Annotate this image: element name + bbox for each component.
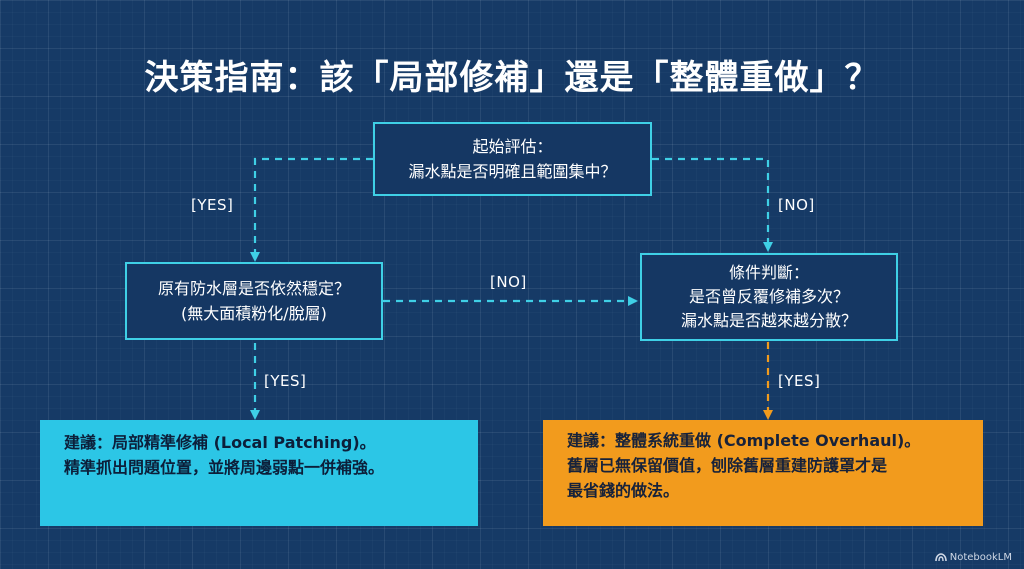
result-local-detail: 精準抓出問題位置，並將周邊弱點一併補強。: [64, 458, 385, 477]
left-decision-node: 原有防水層是否依然穩定？ (無大面積粉化/脫層): [125, 262, 383, 340]
right-decision-question-1: 是否曾反覆修補多次？: [688, 287, 849, 306]
edge-label-left-no: [NO]: [490, 273, 527, 291]
right-decision-question-2: 漏水點是否越來越分散？: [680, 311, 857, 330]
start-node: 起始評估： 漏水點是否明確且範圍集中？: [373, 122, 652, 196]
right-decision-title: 條件判斷：: [728, 263, 809, 282]
connector-start-no: [652, 157, 773, 252]
start-question: 漏水點是否明確且範圍集中？: [408, 162, 617, 181]
edge-label-start-no: [NO]: [778, 196, 815, 214]
edge-label-left-yes: [YES]: [264, 372, 307, 390]
start-title: 起始評估：: [472, 137, 553, 156]
result-complete-overhaul: 建議：整體系統重做 (Complete Overhaul)。 舊層已無保留價值，…: [543, 420, 983, 526]
notebooklm-watermark: NotebookLM: [934, 552, 1012, 563]
edge-label-start-yes: [YES]: [191, 196, 234, 214]
result-local-patching: 建議：局部精準修補 (Local Patching)。 精準抓出問題位置，並將周…: [40, 420, 478, 526]
left-decision-note: (無大面積粉化/脫層): [181, 304, 327, 323]
result-overhaul-headline: 建議：整體系統重做 (Complete Overhaul)。: [567, 431, 921, 450]
notebooklm-logo-icon: [934, 553, 947, 562]
result-overhaul-detail-1: 舊層已無保留價值，刨除舊層重建防護罩才是: [567, 456, 888, 475]
right-decision-node: 條件判斷： 是否曾反覆修補多次？ 漏水點是否越來越分散？: [640, 253, 898, 341]
result-local-headline: 建議：局部精準修補 (Local Patching)。: [64, 433, 376, 452]
watermark-text: NotebookLM: [949, 552, 1012, 563]
page-title: 決策指南：該「局部修補」還是「整體重做」？: [144, 58, 880, 98]
edge-label-right-yes: [YES]: [778, 372, 821, 390]
left-decision-question: 原有防水層是否依然穩定？: [157, 279, 350, 298]
connector-start-yes: [250, 157, 373, 262]
result-overhaul-detail-2: 最省錢的做法。: [567, 481, 680, 500]
